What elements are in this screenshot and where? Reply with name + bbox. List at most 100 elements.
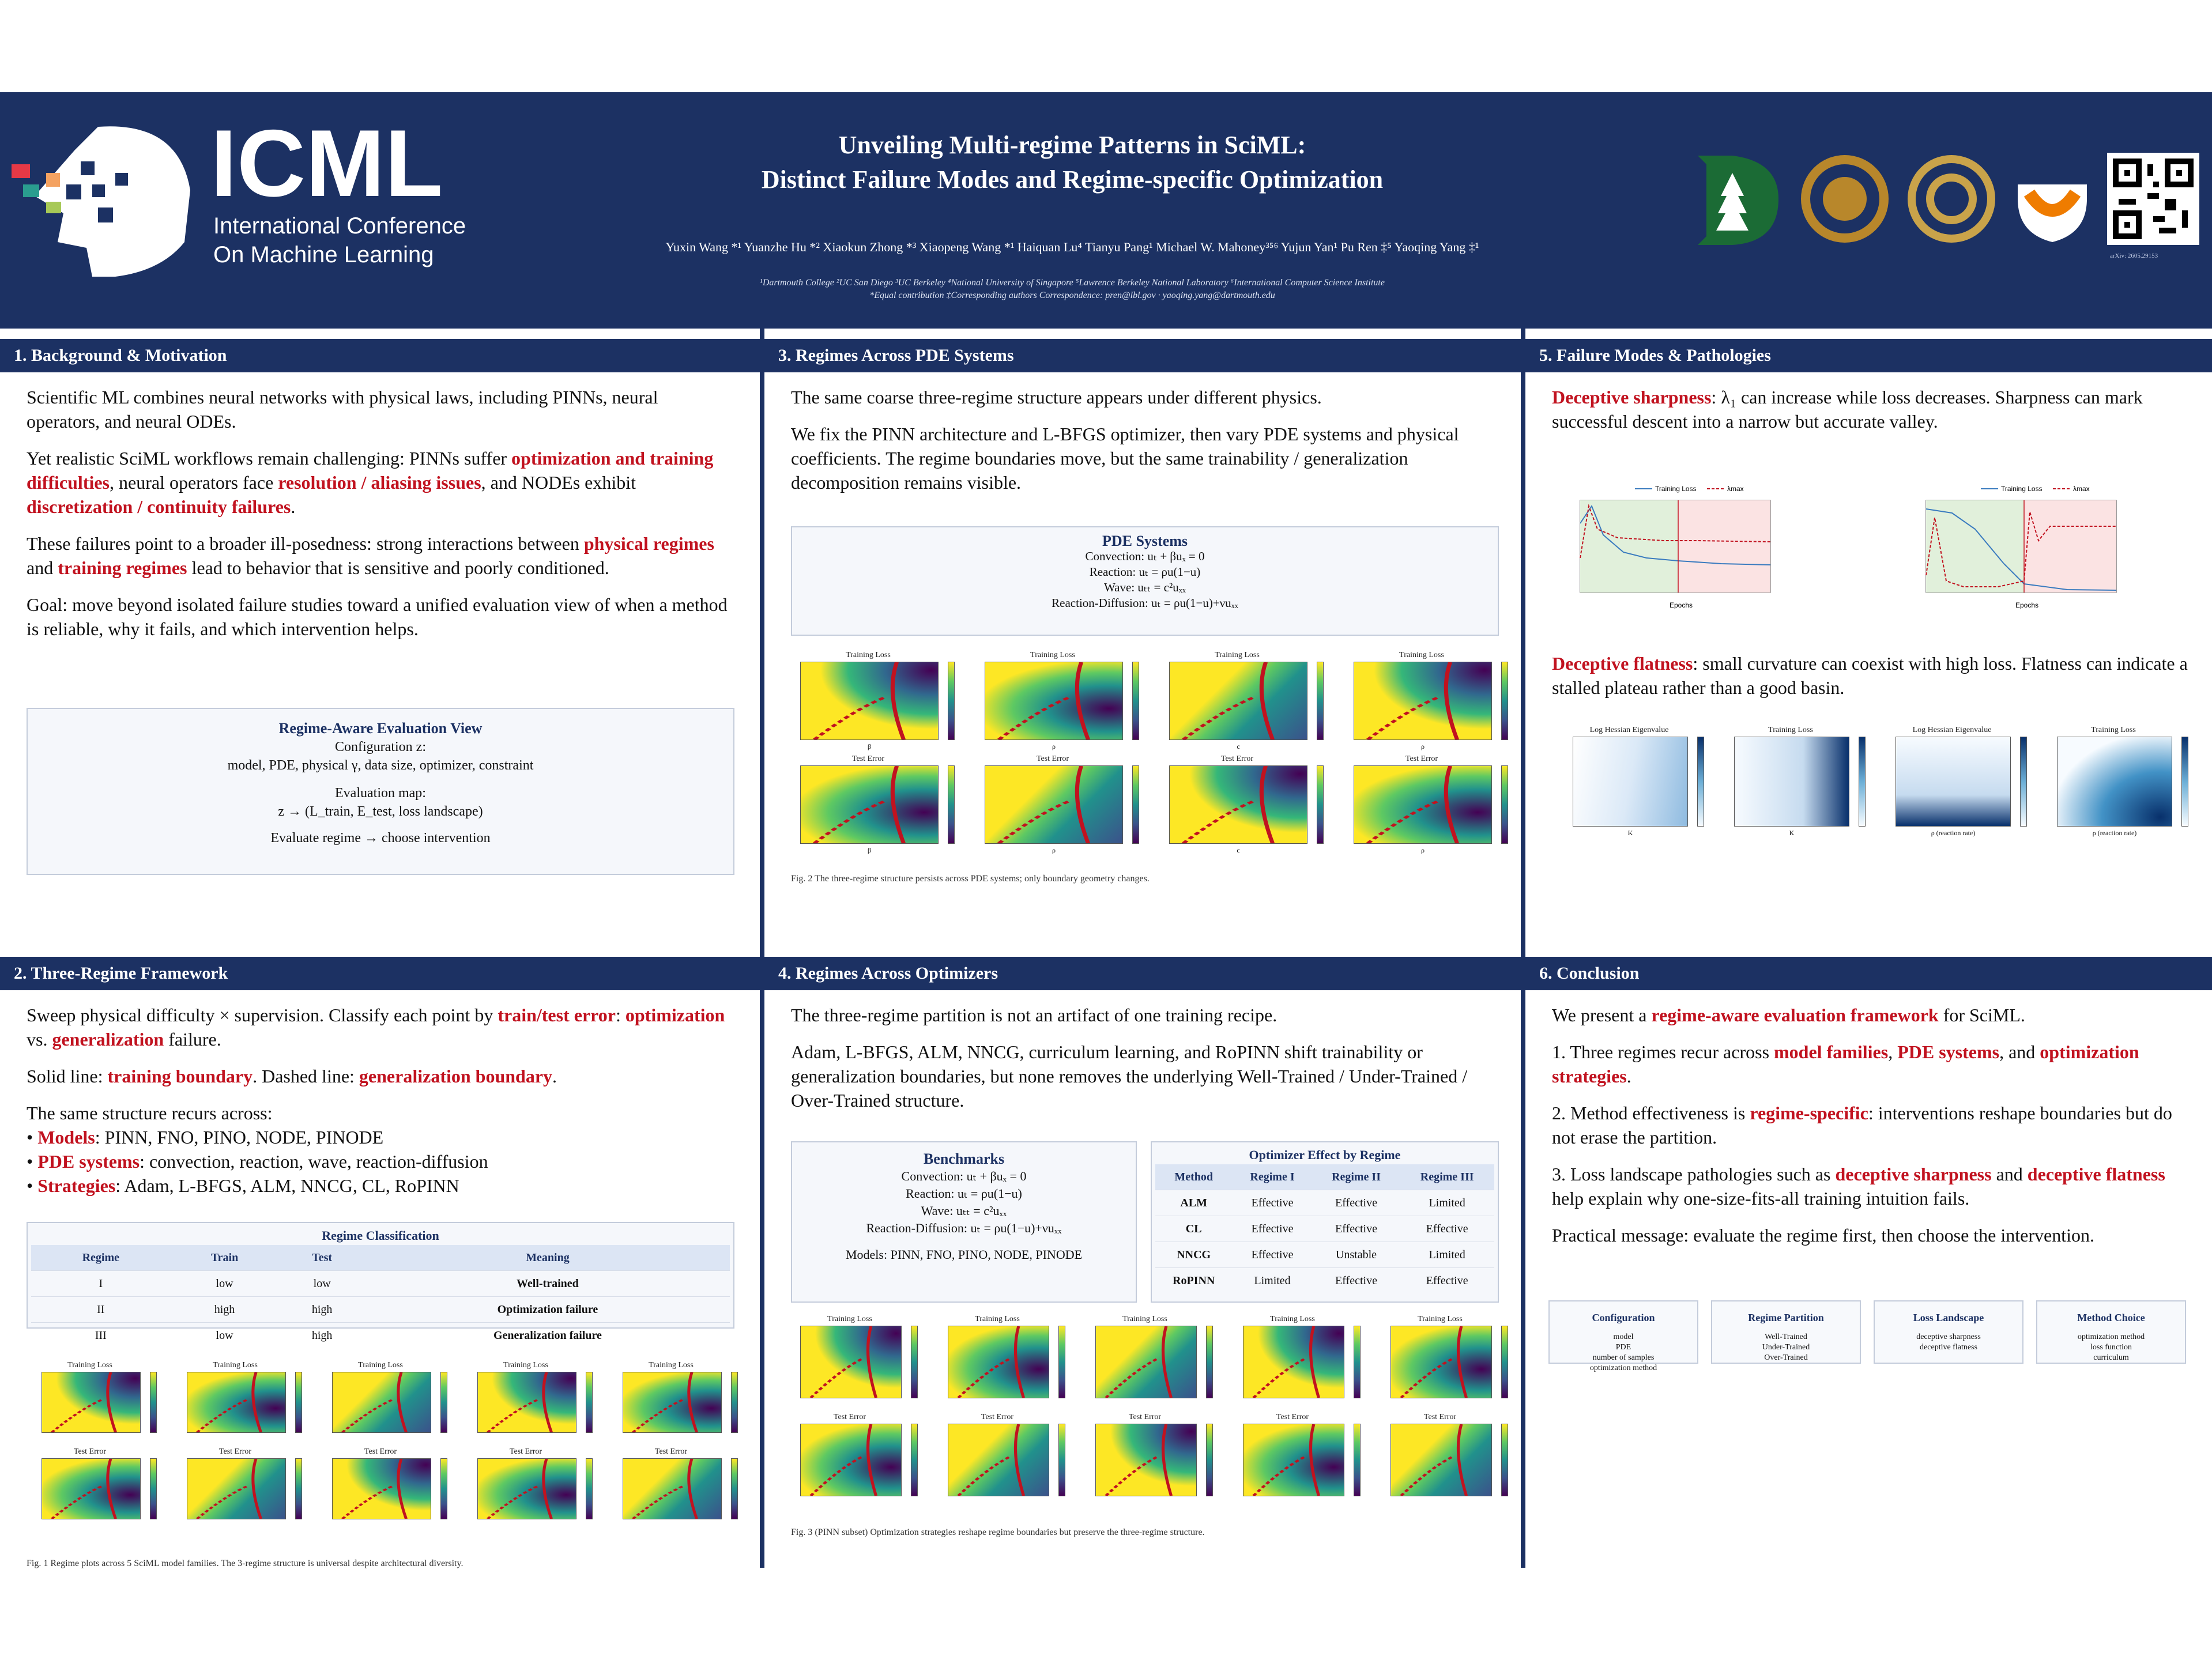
y-axis [1366,1424,1376,1496]
text: and [27,557,58,578]
box-line: z → (L_train, E_test, loss landscape) [278,804,483,819]
sharpness-line-plots: Training Loss λmax Epochs Training Loss … [1580,485,2117,609]
regime-boundary [957,1424,1026,1496]
highlight: generalization boundary [359,1066,553,1086]
table-cell: RoPINN [1155,1267,1233,1293]
heatmap [1095,1326,1197,1398]
y-axis [163,1458,172,1519]
heatmap-title: Test Error [509,1447,542,1456]
section-background: 1. Background & Motivation Scientific ML… [0,339,760,944]
training-boundary [542,1372,553,1432]
section-background: 2. Three-Regime Framework Sweep physical… [0,957,760,1568]
flow-item: Well-Trained [1765,1333,1807,1341]
heatmap-title: Training Loss [1215,651,1260,659]
arxiv-id: arXiv: 2605.29153 [2110,252,2158,259]
highlight: model families [1774,1042,1889,1062]
heatmap-title: Training Loss [2091,726,2136,734]
flow-item: curriculum [2093,1353,2129,1362]
table-cell: Effective [1232,1190,1313,1216]
regime-boundary [341,1459,408,1519]
equation-line: Convection: uₜ + βuₓ = 0 [792,1168,1136,1185]
heatmap [187,1372,286,1433]
axis-label: c [1237,846,1240,854]
table-cell: Limited [1400,1190,1494,1216]
legend-label: λmax [1727,485,1744,493]
text: . [1626,1066,1631,1086]
icml-logo: ICML International Conference On Machine… [12,115,466,277]
colorbar [911,1424,918,1496]
training-boundary [866,1424,878,1496]
heatmap [1354,765,1492,844]
y-axis [1071,1424,1080,1496]
axis-label: ρ [1421,742,1425,750]
y-axis [924,1326,933,1398]
highlight: PDE systems [1897,1042,2000,1062]
heatmap-title: Training Loss [503,1361,548,1369]
title-line-1: Unveiling Multi-regime Patterns in SciML… [838,131,1306,159]
heatmap-panel: Training Loss [1071,1314,1219,1412]
text: Sweep physical difficulty × supervision.… [27,1005,498,1025]
text: These failures point to a broader ill-po… [27,533,584,554]
training-boundary [1444,662,1459,740]
y-axis [598,1372,608,1433]
generalization-boundary [195,1398,249,1432]
generalization-boundary [1181,696,1256,740]
generalization-boundary [957,1455,1012,1496]
flow-title: Loss Landscape [1913,1312,1984,1323]
generalization-boundary [809,1357,864,1398]
heatmap-title: Training Loss [1030,651,1075,659]
highlight: PDE systems [37,1151,140,1172]
qr-code[interactable] [2107,153,2199,245]
y-axis [776,765,785,844]
text: . Dashed line: [253,1066,359,1086]
colorbar [1501,1424,1508,1496]
regime-boundary [997,662,1090,740]
equation-label: Reaction: [1089,565,1136,579]
heatmap-panel: Training Loss [1219,1314,1366,1412]
paragraph: Practical message: evaluate the regime f… [1552,1225,2094,1246]
paragraph: The same coarse three-regime structure a… [791,387,1322,408]
heatmap [1354,662,1492,740]
text: : convection, reaction, wave, reaction-d… [140,1151,488,1172]
training-boundary [1013,1326,1026,1398]
text: : [615,1005,625,1025]
equation: uₜₜ = c²uₓₓ [956,1204,1007,1218]
line-plot-right: Training Loss λmax Epochs [1925,485,2117,609]
text: • [27,1151,38,1172]
heatmap [1896,737,2011,827]
paragraph: These failures point to a broader ill-po… [27,531,733,580]
table-header: Regime II [1312,1164,1400,1190]
colorbar [2020,737,2027,827]
colorbar [2181,737,2188,827]
models-line: Models: PINN, FNO, PINO, NODE, PINODE [845,1247,1083,1262]
regime-boundary [1105,1424,1173,1496]
training-boundary [397,1459,408,1519]
colorbar [150,1458,157,1519]
author-list: Yuxin Wang *¹ Yuanzhe Hu *² Xiaokun Zhon… [665,240,1479,254]
regime-boundary [486,1372,553,1432]
training-boundary [687,1372,698,1432]
equation-line: Reaction: uₜ = ρu(1−u) [792,564,1498,580]
text: : PINN, FNO, PINO, NODE, PINODE [95,1127,384,1148]
heatmap [42,1458,141,1519]
heatmap-panel: Training Loss [163,1360,308,1447]
y-axis [1329,662,1339,740]
y-axis [1071,1326,1080,1398]
section-background: 4. Regimes Across Optimizers The three-r… [764,957,1521,1568]
training-boundary [106,1372,117,1432]
text: We present a [1552,1005,1652,1025]
heatmap [1243,1424,1344,1496]
affiliations: ¹Dartmouth College ²UC San Diego ³UC Ber… [553,277,1591,302]
table-header: Regime III [1400,1164,1494,1190]
heatmap-title: Log Hessian Eigenvalue [1589,726,1669,734]
